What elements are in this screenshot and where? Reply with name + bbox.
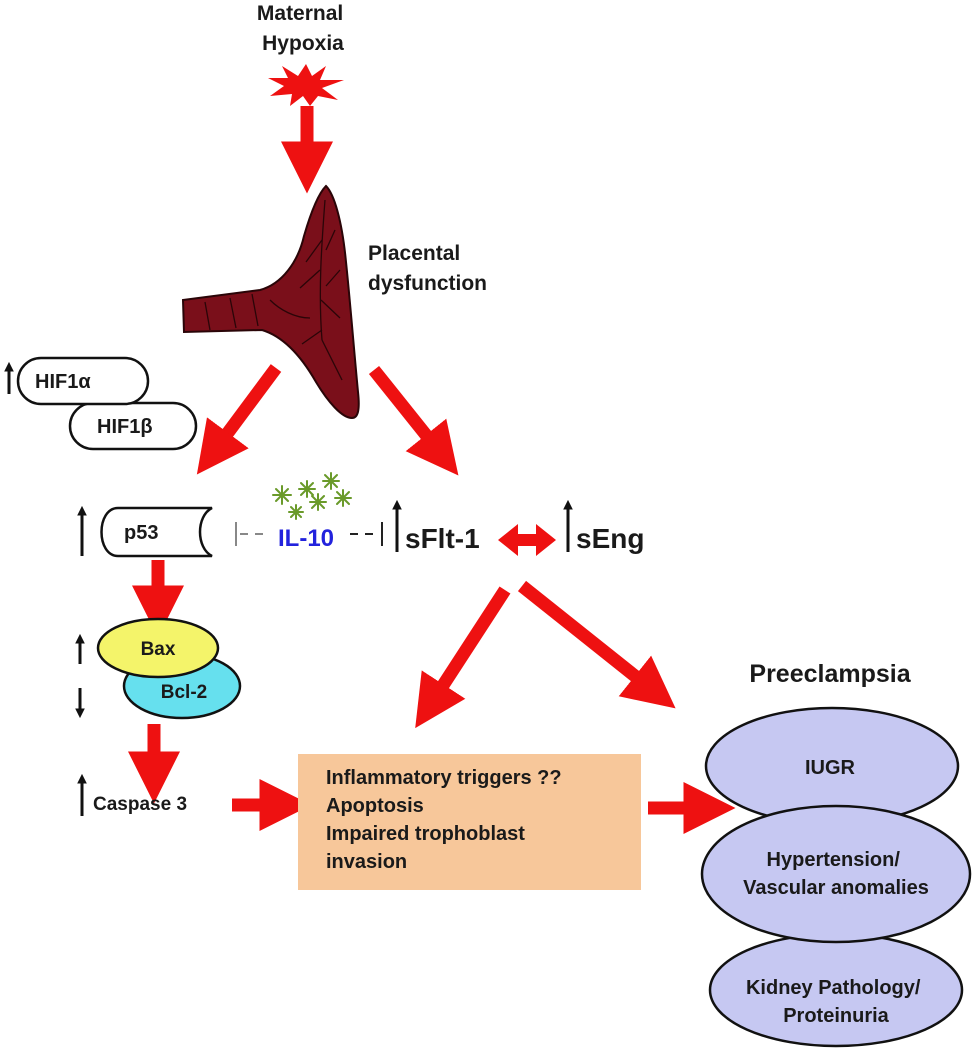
bax-shape bbox=[96, 617, 220, 679]
seng-label: sEng bbox=[576, 523, 644, 554]
p53-label: p53 bbox=[124, 522, 158, 544]
hypertension-label: Hypertension/ Vascular anomalies bbox=[743, 849, 929, 899]
arrow-placenta-to-p53 bbox=[196, 364, 282, 475]
arrow-sflt1-to-triggers bbox=[415, 586, 511, 729]
triggers-box bbox=[298, 754, 641, 890]
placental-dysfunction-label: Placental dysfunction bbox=[368, 242, 487, 295]
hif1a-label: HIF1α bbox=[35, 371, 91, 393]
hypertension-ellipse bbox=[700, 804, 972, 944]
hif1b-label: HIF1β bbox=[97, 416, 153, 438]
hif1-complex: HIF1α HIF1β bbox=[4, 356, 198, 451]
arrow-sflt1-to-preeclampsia bbox=[517, 580, 676, 709]
preeclampsia-title: Preeclampsia bbox=[749, 660, 911, 688]
placenta-illustration bbox=[181, 184, 360, 420]
p53-node: p53 bbox=[77, 505, 213, 558]
sflt1-seng-double-arrow bbox=[498, 524, 556, 556]
caspase3-label: Caspase 3 bbox=[93, 794, 187, 815]
bcl2-label: Bcl-2 bbox=[161, 682, 207, 703]
hypoxia-burst-icon bbox=[268, 64, 344, 106]
il10-inhibition: IL-10 bbox=[235, 522, 383, 552]
p53-shape bbox=[100, 506, 213, 558]
kidney-label: Kidney Pathology/ Proteinuria bbox=[746, 977, 926, 1027]
il10-sparkle-icons bbox=[272, 472, 352, 520]
maternal-hypoxia-label: Maternal Hypoxia bbox=[257, 2, 349, 55]
preeclampsia-outcomes: IUGR Hypertension/ Vascular anomalies Ki… bbox=[700, 706, 972, 1048]
bax-bcl2-complex: Bax Bcl-2 bbox=[75, 617, 242, 720]
iugr-label: IUGR bbox=[805, 757, 856, 779]
arrow-placenta-to-sflt1 bbox=[368, 365, 459, 476]
triggers-text: Inflammatory triggers ?? Apoptosis Impai… bbox=[326, 767, 567, 873]
il10-label: IL-10 bbox=[278, 525, 334, 552]
bax-label: Bax bbox=[141, 639, 176, 660]
hif1a-shape bbox=[16, 356, 150, 406]
sflt1-label: sFlt-1 bbox=[405, 523, 480, 554]
